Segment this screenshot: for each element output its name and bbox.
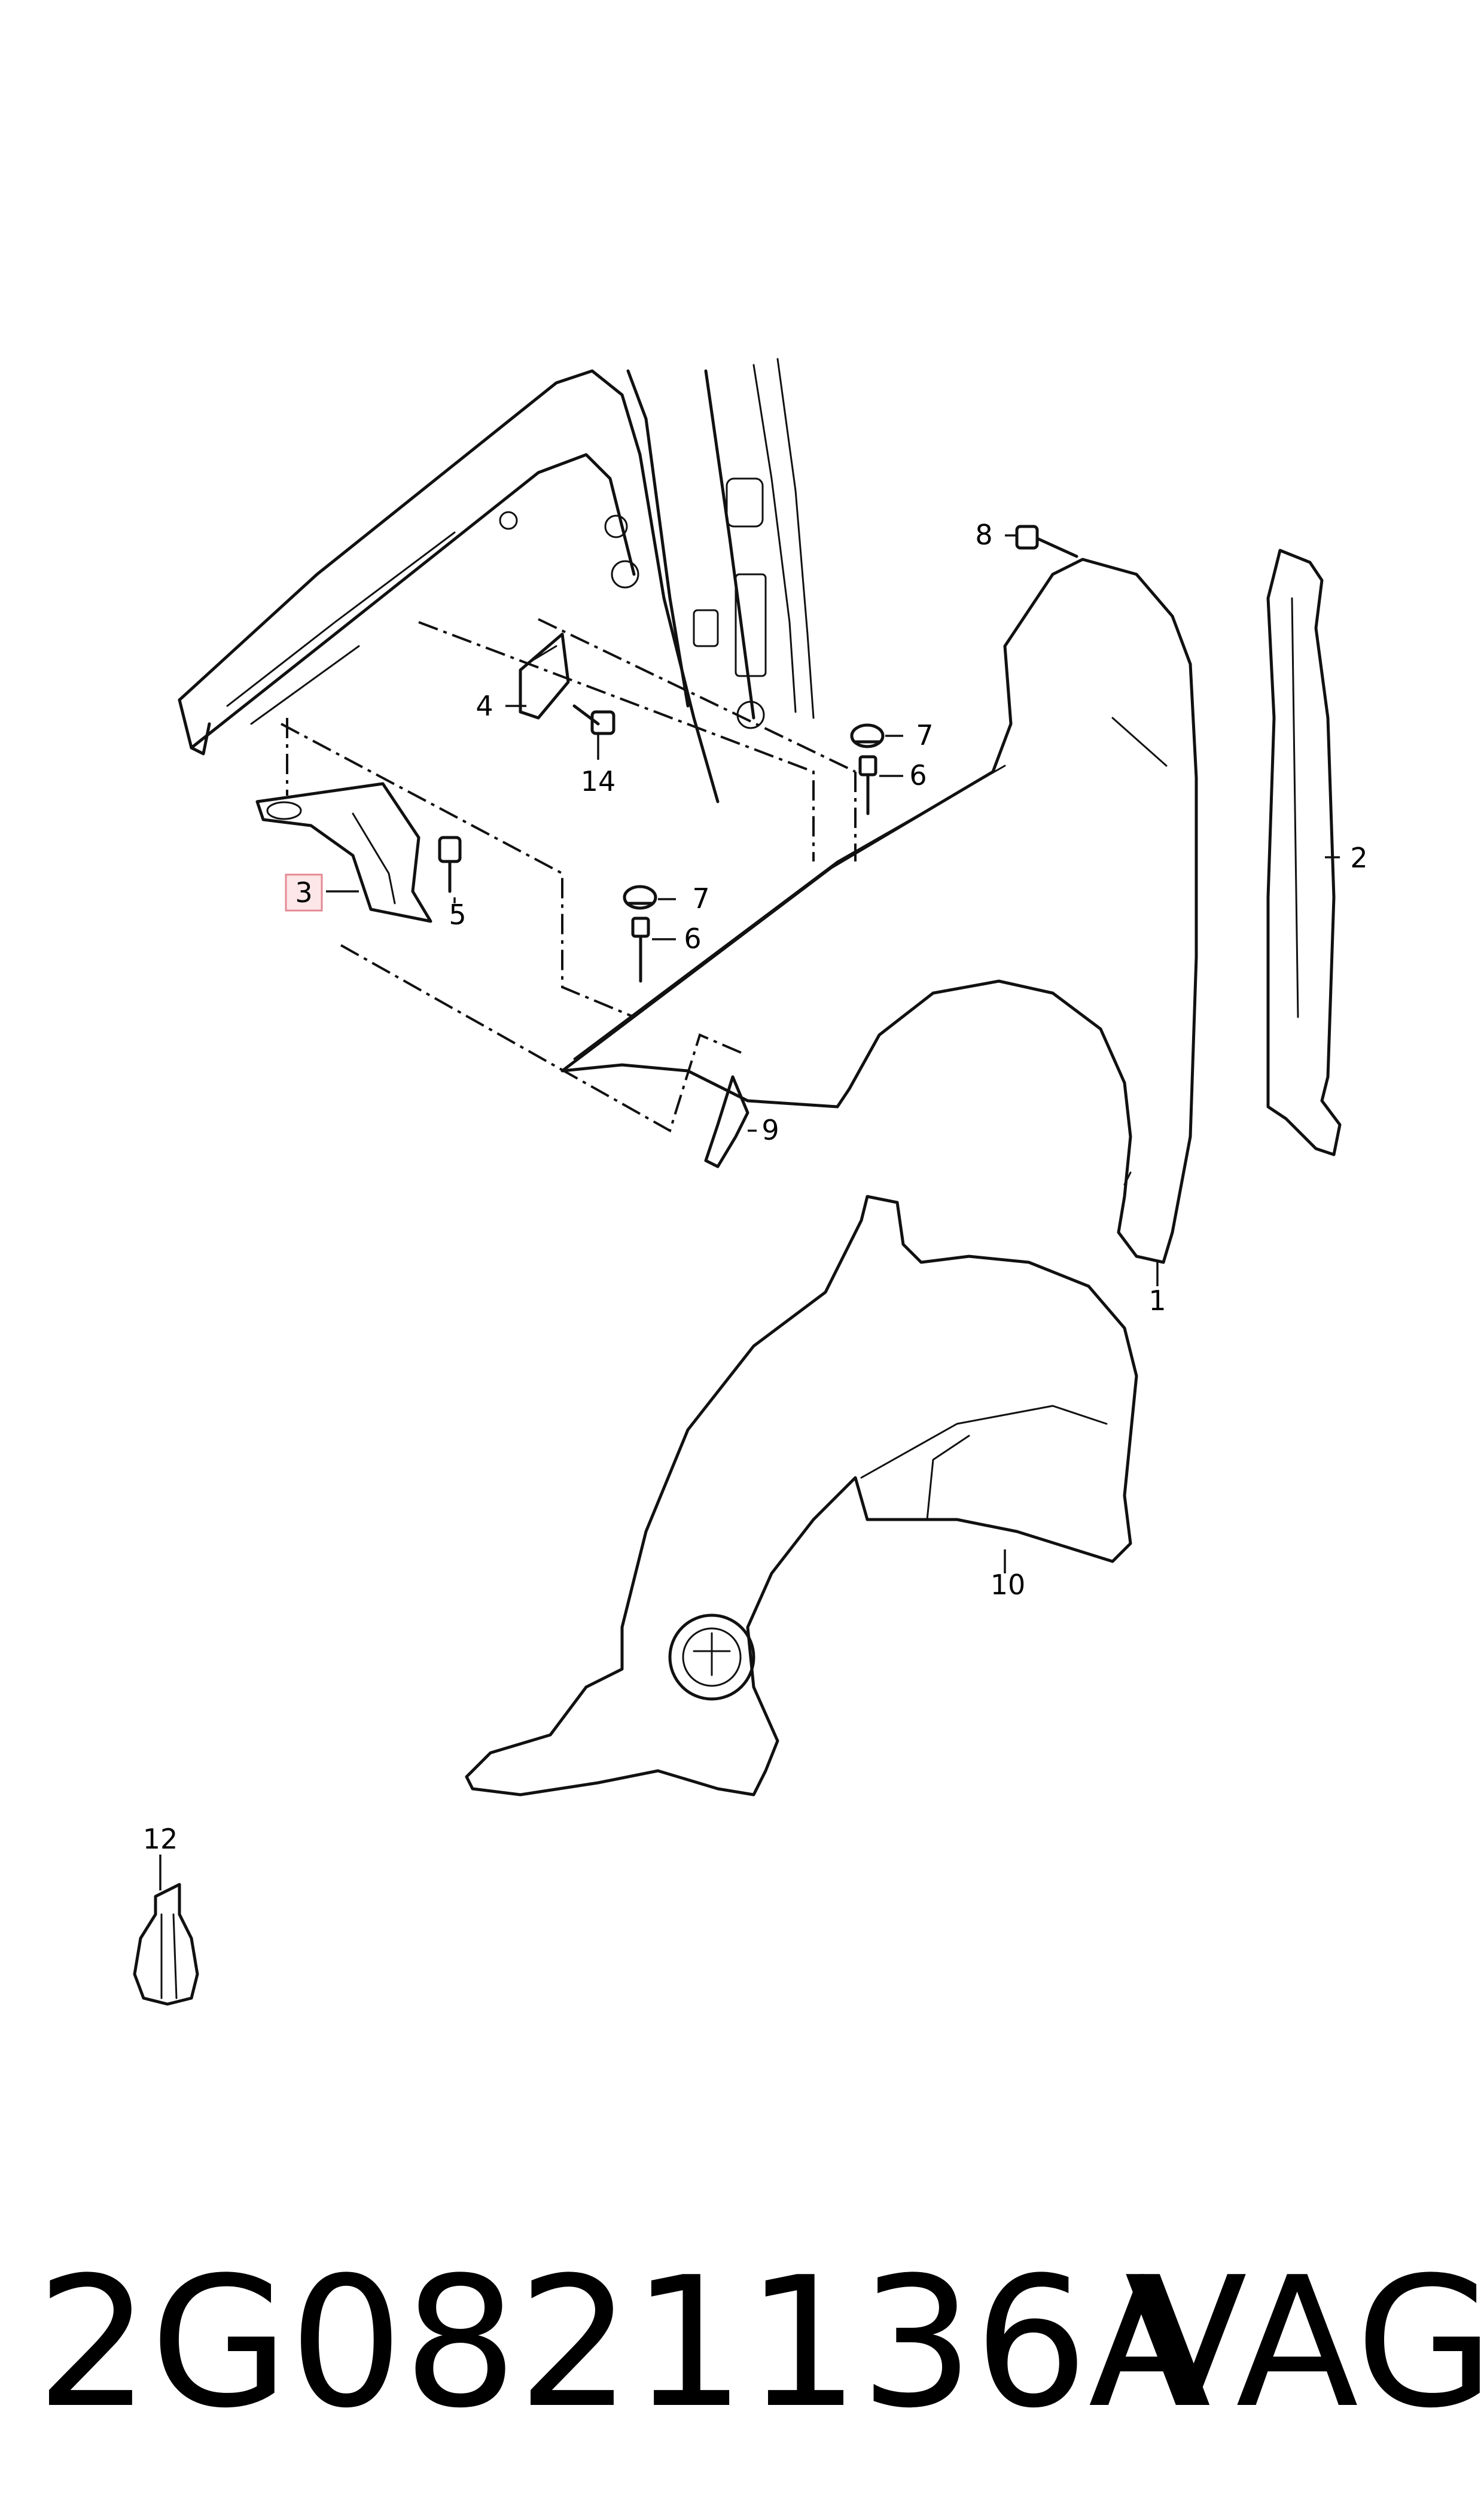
part-number: 2G0821136A [36,2239,1212,2447]
callout-4[interactable]: 4 [476,690,493,722]
callout-3-highlight [285,873,323,912]
callout-14[interactable]: 14 [581,765,616,797]
stud-part-9 [704,1075,749,1168]
bracket-part-3 [255,782,432,923]
footer: 2G0821136A VAG [36,2239,1484,2447]
callout-9[interactable]: 9 [761,1114,779,1146]
callout-5[interactable]: 5 [449,899,466,931]
callout-12[interactable]: 12 [143,1823,178,1855]
clip-part-7-lower [623,885,657,910]
wheel-liner-part-10 [465,1195,1138,1797]
bolt-part-5 [438,836,462,893]
callout-7-upper[interactable]: 7 [916,719,933,751]
touch-up-bottle-part-12 [133,1883,199,2006]
bolt-part-8 [1015,525,1078,558]
callout-3[interactable]: 3 [295,876,312,909]
leader-lines [159,534,1340,1890]
bolt-part-14 [572,704,615,735]
bolt-part-6-upper [858,755,877,815]
callout-6-upper[interactable]: 6 [909,759,927,791]
seal-strip-part-2 [1266,549,1342,1156]
body-structure [178,358,815,803]
callout-6-lower[interactable]: 6 [684,922,701,955]
front-fender-part-1 [560,558,1198,1264]
clip-part-7-upper [850,723,885,748]
callout-10[interactable]: 10 [991,1569,1026,1601]
callout-8[interactable]: 8 [975,519,992,551]
callout-1[interactable]: 1 [1148,1284,1166,1317]
assembly-lines [281,618,857,1132]
brand-label: VAG [1125,2239,1484,2447]
callout-2[interactable]: 2 [1350,842,1367,874]
callout-7-lower[interactable]: 7 [692,882,709,915]
bolt-part-6-lower [631,917,650,983]
callouts: 1 2 3 4 5 6 6 7 7 8 9 10 12 14 [143,519,1368,1855]
